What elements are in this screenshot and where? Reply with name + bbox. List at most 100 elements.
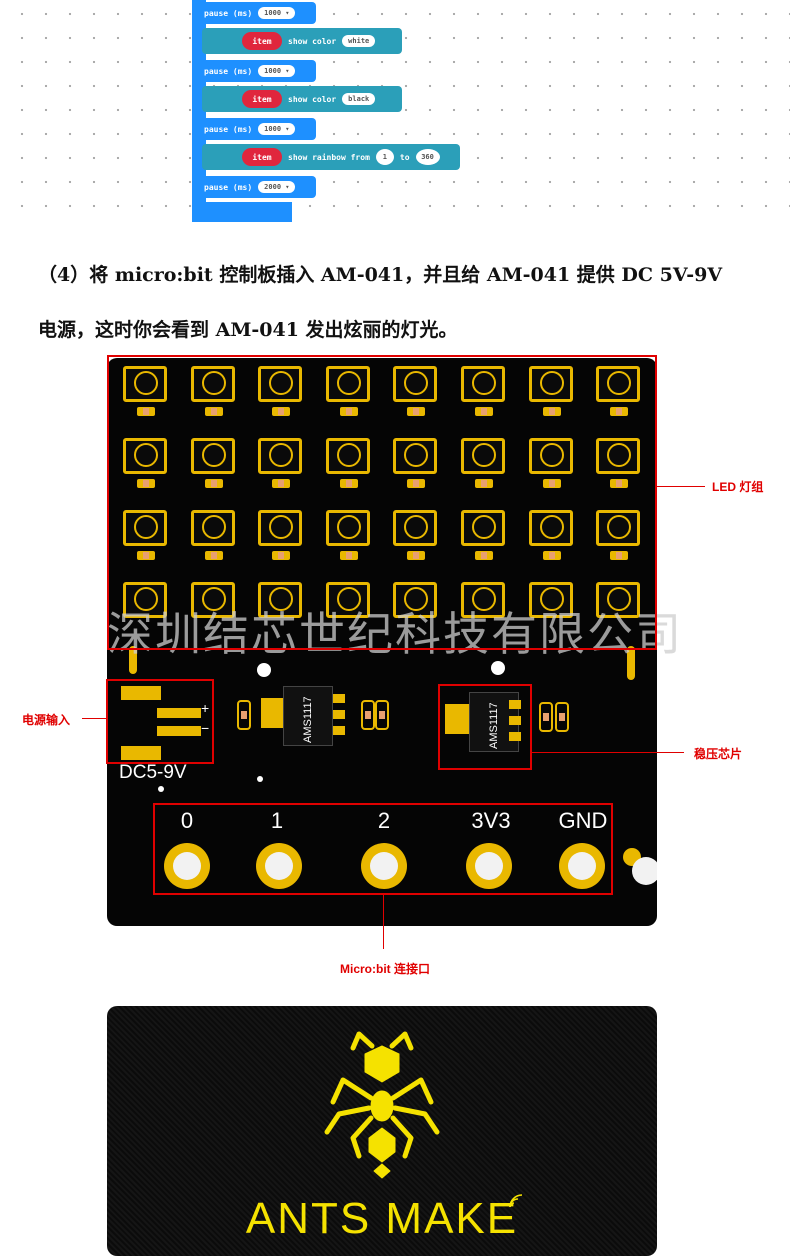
led-cell: [453, 362, 513, 422]
led-capacitor: [475, 551, 493, 560]
pause-value-dropdown[interactable]: 2000: [258, 181, 296, 193]
pause-value-dropdown[interactable]: 1000: [258, 65, 296, 77]
show-color-block[interactable]: item show color white: [202, 28, 402, 54]
makecode-workspace: pause (ms) 1000 item show color white pa…: [0, 0, 790, 225]
led-capacitor: [339, 407, 358, 416]
led-pad: [325, 438, 370, 474]
led-cell: [318, 434, 378, 494]
led-capacitor: [610, 479, 629, 488]
led-ring: [269, 371, 294, 395]
led-ring: [472, 587, 496, 611]
regulator-pin: [333, 694, 345, 703]
led-ring: [269, 587, 294, 611]
rainbow-from-input[interactable]: 1: [375, 149, 394, 165]
block-stack[interactable]: pause (ms) 1000 item show color white pa…: [192, 0, 464, 222]
regulator-chip-1: AMS1117: [283, 686, 333, 746]
led-cell: [115, 578, 175, 638]
pin-label-1: 1: [270, 808, 284, 833]
am041-board-back: ANTS MAKE: [107, 1006, 657, 1256]
pause-block[interactable]: pause (ms) 1000: [192, 60, 316, 82]
led-capacitor: [407, 551, 426, 560]
led-ring: [607, 515, 632, 539]
led-cell: [385, 362, 445, 422]
led-ring: [201, 515, 226, 539]
led-cell: [588, 578, 648, 638]
show-rainbow-label: show rainbow from: [288, 152, 370, 162]
led-ring: [472, 371, 496, 395]
led-group-leader: [657, 486, 705, 487]
led-cell: [183, 434, 243, 494]
rainbow-to-input[interactable]: 360: [415, 149, 440, 165]
led-cell: [250, 362, 310, 422]
via: [158, 786, 164, 792]
color-value[interactable]: white: [342, 35, 376, 47]
led-ring: [404, 587, 429, 611]
item-variable[interactable]: item: [242, 90, 282, 108]
led-cell: [588, 434, 648, 494]
led-ring: [336, 443, 361, 467]
mounting-hole: [257, 663, 271, 677]
instruction-line-1: （4）将 micro:bit 控制板插入 AM-041，并且给 AM-041 提…: [38, 264, 723, 286]
show-color-block[interactable]: item show color black: [202, 86, 402, 112]
via: [257, 776, 263, 782]
stand-leg-right: [627, 646, 635, 680]
led-capacitor: [272, 407, 291, 416]
regulator-leader: [532, 752, 684, 753]
led-grid: [107, 358, 657, 618]
stand-leg-left: [129, 646, 137, 674]
wireless-signal-icon: [509, 1194, 523, 1208]
led-ring: [201, 587, 226, 611]
capacitor: [361, 700, 375, 730]
regulator-tab: [445, 704, 469, 734]
led-capacitor: [542, 407, 561, 416]
led-capacitor: [339, 551, 358, 560]
regulator-tab: [261, 698, 285, 728]
capacitor: [375, 700, 389, 730]
led-ring: [269, 515, 294, 539]
capacitor: [555, 702, 569, 732]
pause-block[interactable]: pause (ms) 2000: [192, 176, 316, 198]
power-input-leader: [82, 718, 106, 719]
pause-value-dropdown[interactable]: 1000: [258, 7, 296, 19]
led-capacitor: [137, 551, 155, 560]
led-cell: [521, 506, 581, 566]
show-rainbow-block[interactable]: item show rainbow from 1 to 360: [202, 144, 460, 170]
led-ring: [336, 371, 361, 395]
led-cell: [250, 506, 310, 566]
led-ring: [404, 443, 429, 467]
led-ring: [539, 443, 564, 467]
brand-name: ANTS MAKE: [245, 1194, 519, 1243]
power-pad: [157, 708, 201, 718]
led-capacitor: [610, 551, 629, 560]
led-capacitor: [610, 407, 629, 416]
pause-label: pause (ms): [204, 8, 253, 18]
led-capacitor: [137, 407, 155, 416]
pause-block[interactable]: pause (ms) 1000: [192, 2, 316, 24]
led-cell: [183, 362, 243, 422]
pin-pad-2: [361, 843, 407, 889]
microbit-port-label: Micro:bit 连接口: [340, 962, 430, 976]
pause-block[interactable]: pause (ms) 1000: [192, 118, 316, 140]
pause-value-dropdown[interactable]: 1000: [258, 123, 296, 135]
led-ring: [201, 443, 226, 467]
power-silk-label: DC5-9V: [119, 762, 187, 783]
rainbow-to-label: to: [399, 152, 410, 162]
led-cell: [385, 578, 445, 638]
led-ring: [539, 515, 564, 539]
led-ring: [134, 443, 158, 467]
item-variable[interactable]: item: [242, 148, 282, 166]
pause-label: pause (ms): [204, 66, 253, 76]
led-cell: [588, 506, 648, 566]
am041-board-photo: + − DC5-9V AMS1117 AMS1117 0 1 2 3V3 GND: [107, 358, 657, 926]
color-value[interactable]: black: [342, 93, 376, 105]
microbit-port-box: [153, 803, 613, 895]
led-cell: [318, 506, 378, 566]
led-capacitor: [272, 551, 291, 560]
show-color-label: show color: [288, 94, 337, 104]
led-capacitor: [475, 479, 493, 488]
item-variable[interactable]: item: [242, 32, 282, 50]
show-color-label: show color: [288, 36, 337, 46]
led-ring: [201, 371, 226, 395]
led-cell: [521, 434, 581, 494]
pin-pad-1: [256, 843, 302, 889]
